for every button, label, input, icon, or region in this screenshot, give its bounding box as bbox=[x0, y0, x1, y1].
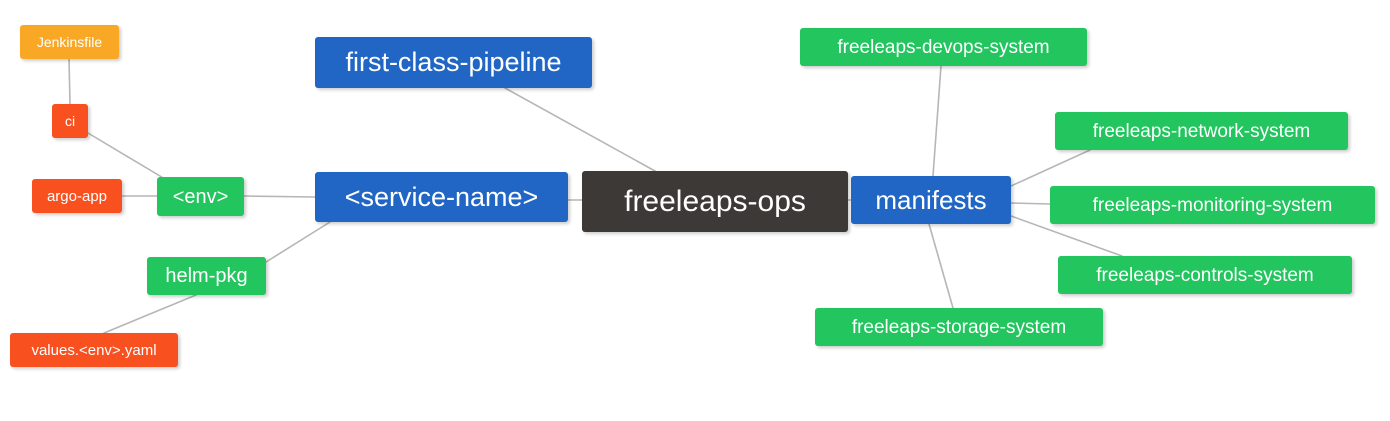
edge-manifests-to-freeleaps-storage-system bbox=[928, 223, 954, 309]
node-label-freeleaps-controls-system: freeleaps-controls-system bbox=[1096, 264, 1314, 286]
node-argo-app[interactable]: argo-app bbox=[32, 179, 122, 213]
node-env[interactable]: <env> bbox=[157, 177, 244, 216]
node-label-env: <env> bbox=[172, 185, 229, 208]
node-label-freeleaps-devops-system: freeleaps-devops-system bbox=[837, 36, 1050, 58]
node-label-freeleaps-storage-system: freeleaps-storage-system bbox=[851, 316, 1067, 338]
node-label-argo-app: argo-app bbox=[46, 187, 108, 205]
node-manifests[interactable]: manifests bbox=[851, 176, 1011, 224]
node-first-class-pipeline[interactable]: first-class-pipeline bbox=[315, 37, 592, 88]
node-label-values-yaml: values.<env>.yaml bbox=[31, 341, 157, 359]
node-freeleaps-network-system[interactable]: freeleaps-network-system bbox=[1055, 112, 1348, 150]
edge-env-to-service-name bbox=[243, 195, 316, 198]
edge-first-class-pipeline-to-freeleaps-ops bbox=[504, 87, 656, 172]
edge-helm-pkg-to-values-yaml bbox=[103, 294, 197, 334]
edge-manifests-to-freeleaps-network-system bbox=[1010, 149, 1091, 187]
edge-jenkinsfile-to-ci bbox=[68, 58, 71, 105]
node-label-service-name: <service-name> bbox=[344, 181, 539, 212]
node-ci[interactable]: ci bbox=[52, 104, 88, 138]
node-freeleaps-controls-system[interactable]: freeleaps-controls-system bbox=[1058, 256, 1352, 294]
node-label-freeleaps-ops: freeleaps-ops bbox=[624, 184, 806, 218]
node-label-manifests: manifests bbox=[875, 185, 987, 215]
node-freeleaps-ops[interactable]: freeleaps-ops bbox=[582, 171, 848, 232]
node-label-freeleaps-monitoring-system: freeleaps-monitoring-system bbox=[1092, 194, 1333, 216]
node-service-name[interactable]: <service-name> bbox=[315, 172, 568, 222]
node-label-helm-pkg: helm-pkg bbox=[165, 265, 248, 287]
edge-manifests-to-freeleaps-devops-system bbox=[932, 65, 942, 177]
edge-manifests-to-freeleaps-monitoring-system bbox=[1010, 202, 1051, 205]
node-label-jenkinsfile: Jenkinsfile bbox=[36, 34, 103, 50]
node-freeleaps-monitoring-system[interactable]: freeleaps-monitoring-system bbox=[1050, 186, 1375, 224]
node-freeleaps-devops-system[interactable]: freeleaps-devops-system bbox=[800, 28, 1087, 66]
node-label-freeleaps-network-system: freeleaps-network-system bbox=[1092, 120, 1311, 142]
node-label-first-class-pipeline: first-class-pipeline bbox=[345, 47, 562, 77]
node-label-ci: ci bbox=[64, 113, 76, 129]
node-freeleaps-storage-system[interactable]: freeleaps-storage-system bbox=[815, 308, 1103, 346]
node-values-yaml[interactable]: values.<env>.yaml bbox=[10, 333, 178, 367]
edge-ci-to-env bbox=[87, 132, 166, 180]
edge-service-name-to-helm-pkg bbox=[265, 221, 331, 263]
node-jenkinsfile[interactable]: Jenkinsfile bbox=[20, 25, 119, 59]
node-helm-pkg[interactable]: helm-pkg bbox=[147, 257, 266, 295]
